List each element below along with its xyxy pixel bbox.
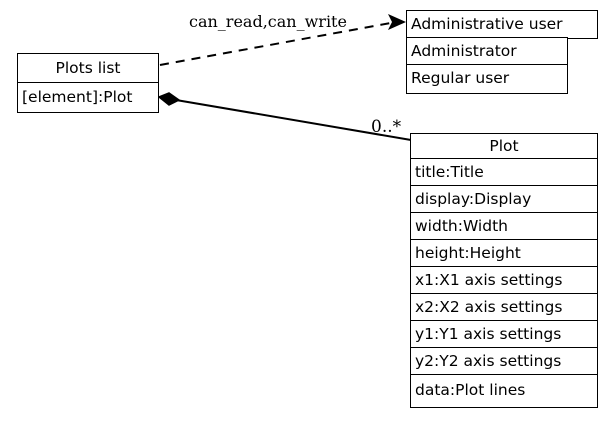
class-name-administrative-user: Administrative user bbox=[406, 10, 598, 39]
class-attribute: [element]:Plot bbox=[17, 82, 159, 113]
class-attribute: y1:Y1 axis settings bbox=[410, 320, 598, 349]
multiplicity-label: 0..* bbox=[371, 117, 402, 137]
class-attribute: title:Title bbox=[410, 158, 598, 187]
dependency-arrowhead-icon bbox=[388, 14, 406, 30]
class-name-plots-list: Plots list bbox=[17, 53, 159, 84]
class-name-plot: Plot bbox=[410, 133, 598, 160]
class-attribute: height:Height bbox=[410, 239, 598, 268]
class-attribute: x2:X2 axis settings bbox=[410, 293, 598, 322]
class-attribute: width:Width bbox=[410, 212, 598, 241]
class-attribute: Regular user bbox=[406, 64, 568, 94]
dependency-label: can_read,can_write bbox=[189, 12, 347, 31]
class-attribute: display:Display bbox=[410, 185, 598, 214]
class-box-plots-list[interactable]: Plots list [element]:Plot bbox=[17, 53, 159, 113]
composition-diamond-icon bbox=[157, 92, 181, 106]
class-box-administrative-user[interactable]: Administrative user Administrator Regula… bbox=[406, 10, 598, 94]
class-attribute: data:Plot lines bbox=[410, 374, 598, 408]
class-attribute: Administrator bbox=[406, 37, 568, 66]
class-attribute: y2:Y2 axis settings bbox=[410, 347, 598, 376]
class-attribute: x1:X1 axis settings bbox=[410, 266, 598, 295]
class-box-plot[interactable]: Plot title:Title display:Display width:W… bbox=[410, 133, 598, 408]
